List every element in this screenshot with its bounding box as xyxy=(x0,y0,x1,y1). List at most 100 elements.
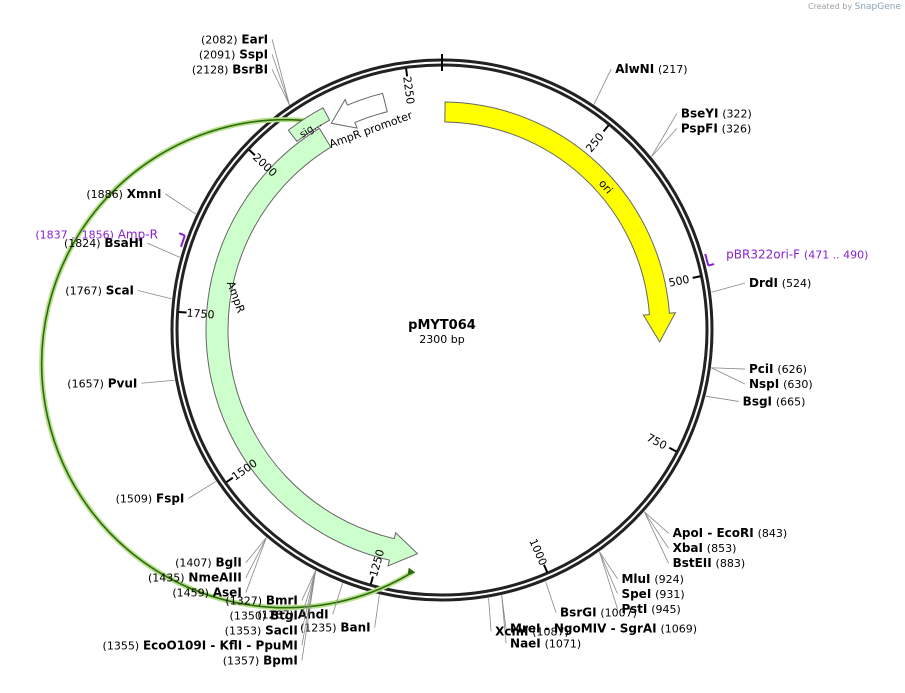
site-label: (1350) BtgI xyxy=(230,608,298,622)
site-bsgi[interactable]: BsgI (665) xyxy=(705,394,806,408)
site-scai[interactable]: (1767) ScaI xyxy=(65,284,172,300)
site-label: (1824) BsaHI xyxy=(64,236,143,250)
site-fspi[interactable]: (1509) FspI xyxy=(116,481,217,505)
site-pcii[interactable]: PciI (626)NspI (630) xyxy=(711,362,813,391)
site-xcmi[interactable]: XcmI (1087) xyxy=(488,597,569,638)
site-leader xyxy=(271,54,290,105)
site-enzyme: BseYI xyxy=(681,106,719,120)
site-leader xyxy=(245,537,267,563)
site-position: (2082) xyxy=(201,33,238,46)
site-enzyme: AhdI xyxy=(298,608,329,622)
site-position: (1657) xyxy=(67,377,104,390)
feature-sig[interactable] xyxy=(287,107,331,143)
site-bgli[interactable]: (1407) BglI(1435) NmeAIII(1459) AseI xyxy=(148,537,267,600)
site-leader xyxy=(599,551,618,609)
site-leader xyxy=(301,570,316,631)
site-bseyi[interactable]: BseYI (322)PspFI (326) xyxy=(651,106,752,157)
site-position: (217) xyxy=(658,63,688,76)
site-position: (945) xyxy=(651,603,681,616)
site-enzyme: PciI xyxy=(749,362,774,376)
site-position: (1407) xyxy=(175,557,212,570)
primer-bar xyxy=(180,235,186,248)
site-enzyme: BtgI xyxy=(270,608,298,622)
site-leader xyxy=(332,583,343,615)
backbone-group xyxy=(170,54,714,602)
site-enzyme: MluI xyxy=(621,572,650,586)
tick-mark xyxy=(369,576,374,585)
site-enzyme: FspI xyxy=(156,491,184,505)
feature-ampr[interactable] xyxy=(39,117,419,611)
site-mrei[interactable]: MreI - NgoMIV - SgrAI (1069)NaeI (1071) xyxy=(501,595,697,650)
site-label: (1355) EcoO109I - KflI - PpuMI xyxy=(103,638,298,652)
site-enzyme: BanI xyxy=(340,621,370,635)
site-leader xyxy=(301,570,316,616)
site-enzyme: PvuI xyxy=(108,376,138,390)
ampr-cds-line xyxy=(40,118,413,609)
site-leader xyxy=(643,511,669,564)
site-ahdi[interactable]: (1287) AhdI xyxy=(257,583,343,622)
feature-shape xyxy=(330,92,388,129)
site-enzyme: BstEII xyxy=(673,556,712,570)
primer-pbr322ori-f[interactable]: pBR322ori-F (471 .. 490) xyxy=(704,248,868,267)
feature-shape xyxy=(205,127,419,567)
site-enzyme: XmnI xyxy=(127,187,162,201)
site-bsahi[interactable]: (1824) BsaHI xyxy=(64,236,181,258)
feature-ampr-promoter[interactable] xyxy=(330,92,388,129)
site-mlui[interactable]: MluI (924)SpeI (931)PstI (945) xyxy=(599,551,685,616)
site-pvui[interactable]: (1657) PvuI xyxy=(67,376,175,390)
site-label: ApoI - EcoRI (843) xyxy=(673,526,788,540)
site-label: (1886) XmnI xyxy=(86,187,161,201)
site-enzyme: BpmI xyxy=(263,653,298,667)
site-enzyme: ScaI xyxy=(106,284,134,298)
site-position: (1071) xyxy=(545,637,582,650)
feature-ori[interactable] xyxy=(444,101,677,343)
tick-label: 750 xyxy=(644,431,669,452)
primer-name: pBR322ori-F xyxy=(726,248,800,262)
site-label: PciI (626) xyxy=(749,362,807,376)
tick-label: 500 xyxy=(667,273,690,290)
site-enzyme: BsrGI xyxy=(560,606,597,620)
site-alwni[interactable]: AlwNI (217) xyxy=(593,62,688,105)
site-leader xyxy=(651,128,678,157)
site-apoi[interactable]: ApoI - EcoRI (843)XbaI (853)BstEII (883) xyxy=(643,511,788,570)
ampr-cds-arrowhead xyxy=(407,567,416,576)
site-label: MluI (924) xyxy=(621,572,683,586)
primer-label: (1837 .. 1856) Amp-R xyxy=(35,228,158,242)
site-label: (1767) ScaI xyxy=(65,284,134,298)
tick-mark xyxy=(543,564,549,573)
site-enzyme: BsgI xyxy=(743,394,772,408)
site-bmri[interactable]: (1327) BmrI(1350) BtgI(1353) SacII(1355)… xyxy=(103,570,316,668)
site-label: XcmI (1087) xyxy=(495,624,569,638)
tick-label: 250 xyxy=(583,130,606,154)
site-position: (1767) xyxy=(65,285,102,298)
site-bani[interactable]: (1235) BanI xyxy=(300,594,380,635)
site-leader xyxy=(599,551,618,594)
site-label: (1435) NmeAIII xyxy=(148,571,242,585)
site-enzyme: SspI xyxy=(239,47,268,61)
site-position: (1007) xyxy=(600,607,637,620)
site-enzyme: BmrI xyxy=(266,593,298,607)
site-label: (2128) BsrBI xyxy=(192,62,268,76)
site-leader xyxy=(643,511,669,549)
site-bsrgi[interactable]: BsrGI (1007) xyxy=(545,581,637,620)
site-enzyme: ApoI - EcoRI xyxy=(673,526,754,540)
site-label: PspFI (326) xyxy=(681,121,751,135)
site-xmni[interactable]: (1886) XmnI xyxy=(86,187,197,215)
site-leader xyxy=(374,594,380,628)
site-leader xyxy=(711,367,746,370)
site-leader xyxy=(501,595,507,644)
site-leader xyxy=(488,597,492,632)
site-position: (322) xyxy=(722,107,752,120)
tick-mark xyxy=(692,275,701,279)
site-drdi[interactable]: DrdI (524) xyxy=(711,276,812,293)
site-eari[interactable]: (2082) EarI(2091) SspI(2128) BsrBI xyxy=(192,32,290,106)
site-position: (1069) xyxy=(660,622,697,635)
site-position: (1327) xyxy=(225,594,262,607)
tick-mark xyxy=(248,149,256,156)
primer-amp-r[interactable]: (1837 .. 1856) Amp-R xyxy=(35,228,186,248)
site-position: (524) xyxy=(782,277,812,290)
site-leader xyxy=(245,537,267,593)
